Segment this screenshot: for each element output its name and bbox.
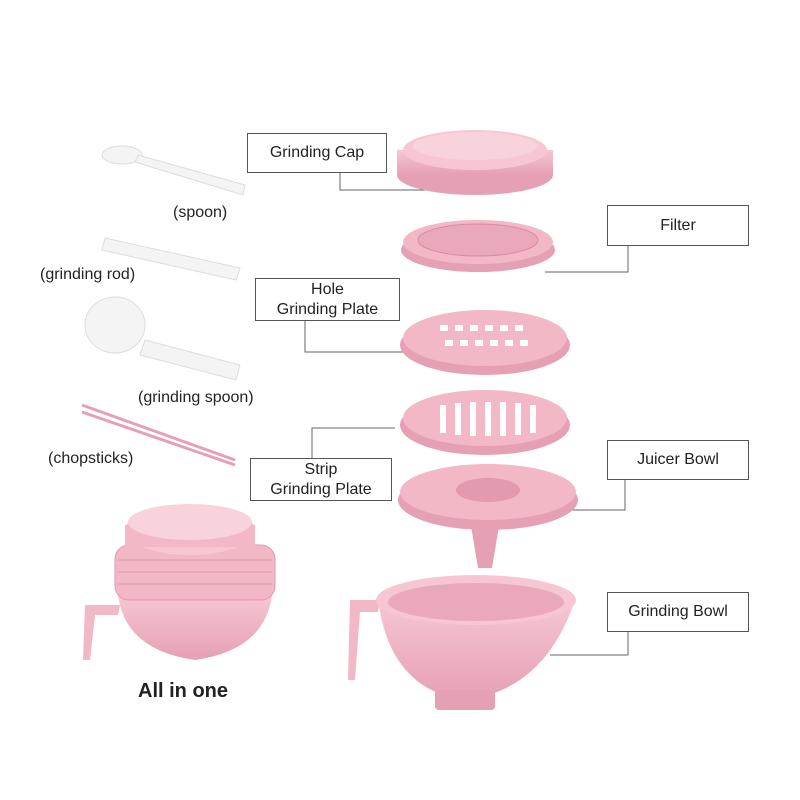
chopsticks-image bbox=[81, 403, 236, 467]
label-grinding-cap: Grinding Cap bbox=[247, 133, 387, 173]
label-strip-grinding-plate: Strip Grinding Plate bbox=[250, 458, 392, 501]
grinding-bowl-image bbox=[348, 575, 576, 710]
caption-grinding-spoon: (grinding spoon) bbox=[138, 389, 254, 406]
juicer-bowl-image bbox=[398, 464, 578, 568]
leader-lines bbox=[304, 172, 629, 656]
grinding-rod-image bbox=[101, 237, 241, 281]
label-filter: Filter bbox=[607, 205, 749, 246]
label-hole-line2: Grinding Plate bbox=[276, 300, 379, 318]
label-hole-line1: Hole bbox=[311, 280, 344, 298]
caption-all-in-one: All in one bbox=[138, 680, 228, 702]
grinding-spoon-image bbox=[84, 296, 241, 381]
grinding-cap-image bbox=[397, 130, 553, 195]
all-in-one-image bbox=[83, 504, 276, 660]
label-hole-grinding-plate: Hole Grinding Plate bbox=[255, 278, 400, 321]
label-strip-line1: Strip bbox=[304, 460, 338, 478]
hole-grinding-plate-image bbox=[400, 310, 570, 375]
caption-grinding-rod: (grinding rod) bbox=[40, 266, 136, 283]
caption-chopsticks: (chopsticks) bbox=[48, 450, 134, 467]
label-strip-line2: Grinding Plate bbox=[270, 480, 372, 498]
spoon-image bbox=[101, 145, 246, 196]
strip-grinding-plate-image bbox=[400, 390, 570, 455]
filter-image bbox=[401, 220, 555, 272]
caption-spoon: (spoon) bbox=[173, 204, 228, 221]
label-grinding-bowl: Grinding Bowl bbox=[607, 592, 749, 632]
label-juicer-bowl: Juicer Bowl bbox=[607, 440, 749, 480]
